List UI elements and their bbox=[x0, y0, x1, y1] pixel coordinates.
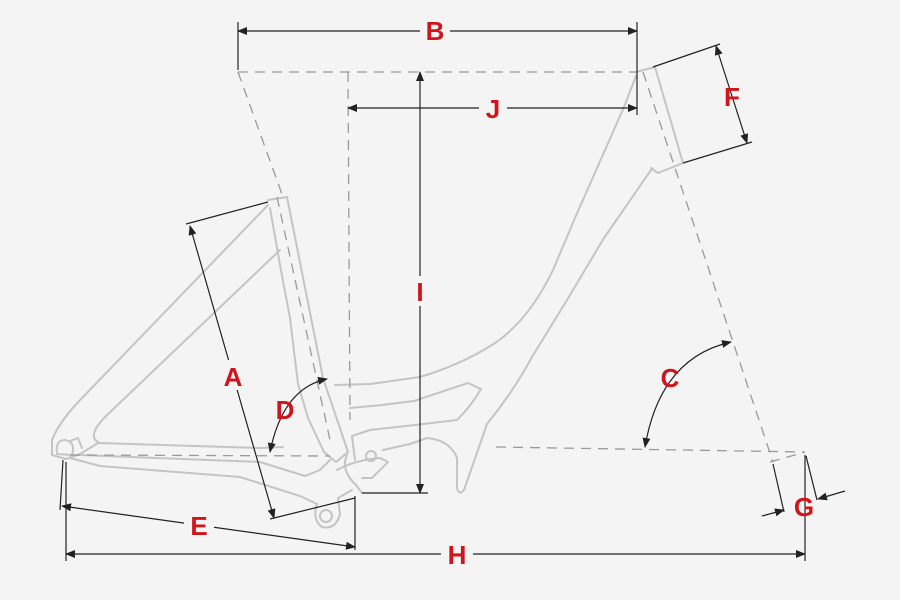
seat-stay-inner bbox=[92, 249, 281, 443]
dim-g-extension-right bbox=[805, 455, 818, 501]
label-i: I bbox=[416, 277, 423, 307]
down-tube-lower-edge bbox=[382, 169, 652, 494]
pivot-bolt bbox=[365, 450, 377, 462]
motor-mount bbox=[343, 435, 363, 494]
chain-stay-upper bbox=[79, 454, 331, 477]
rear-dropout bbox=[55, 437, 83, 456]
dim-g-arrow-right bbox=[817, 490, 846, 501]
chainstay-pivot bbox=[319, 509, 333, 523]
vertical-reference-line bbox=[347, 71, 351, 421]
label-c: C bbox=[661, 363, 680, 393]
dimension-labels: B J I F A D C E H G bbox=[184, 15, 814, 570]
construction-lines bbox=[69, 71, 806, 463]
dim-f-line bbox=[714, 45, 749, 144]
label-d: D bbox=[276, 395, 295, 425]
down-tube-upper-edge bbox=[334, 75, 637, 386]
label-a: A bbox=[224, 362, 243, 392]
dim-g-extension-left bbox=[772, 463, 785, 513]
bb-housing bbox=[336, 457, 389, 479]
dim-f-extension-top bbox=[652, 43, 721, 68]
seat-angle-line bbox=[237, 71, 284, 198]
head-tube-extension bbox=[769, 451, 806, 463]
dim-d-arc bbox=[267, 376, 328, 453]
dim-f-extension-bottom bbox=[682, 141, 753, 164]
label-h: H bbox=[448, 540, 467, 570]
label-j: J bbox=[486, 94, 500, 124]
head-tube-axis bbox=[642, 71, 774, 463]
label-g: G bbox=[794, 492, 814, 522]
rear-axle-horizontal bbox=[69, 454, 331, 457]
label-e: E bbox=[190, 511, 207, 541]
label-b: B bbox=[426, 16, 445, 46]
seat-stay bbox=[51, 204, 284, 460]
dim-a-extension-top bbox=[185, 201, 269, 225]
motor-housing bbox=[349, 382, 482, 437]
dim-c-arc bbox=[642, 340, 732, 448]
dim-e-extension-left bbox=[59, 459, 64, 511]
bike-frame-outline bbox=[51, 66, 684, 529]
label-f: F bbox=[724, 82, 740, 112]
bb-horizontal-line bbox=[495, 446, 806, 453]
head-tube bbox=[635, 66, 684, 174]
dim-g-arrow-left bbox=[761, 508, 785, 517]
